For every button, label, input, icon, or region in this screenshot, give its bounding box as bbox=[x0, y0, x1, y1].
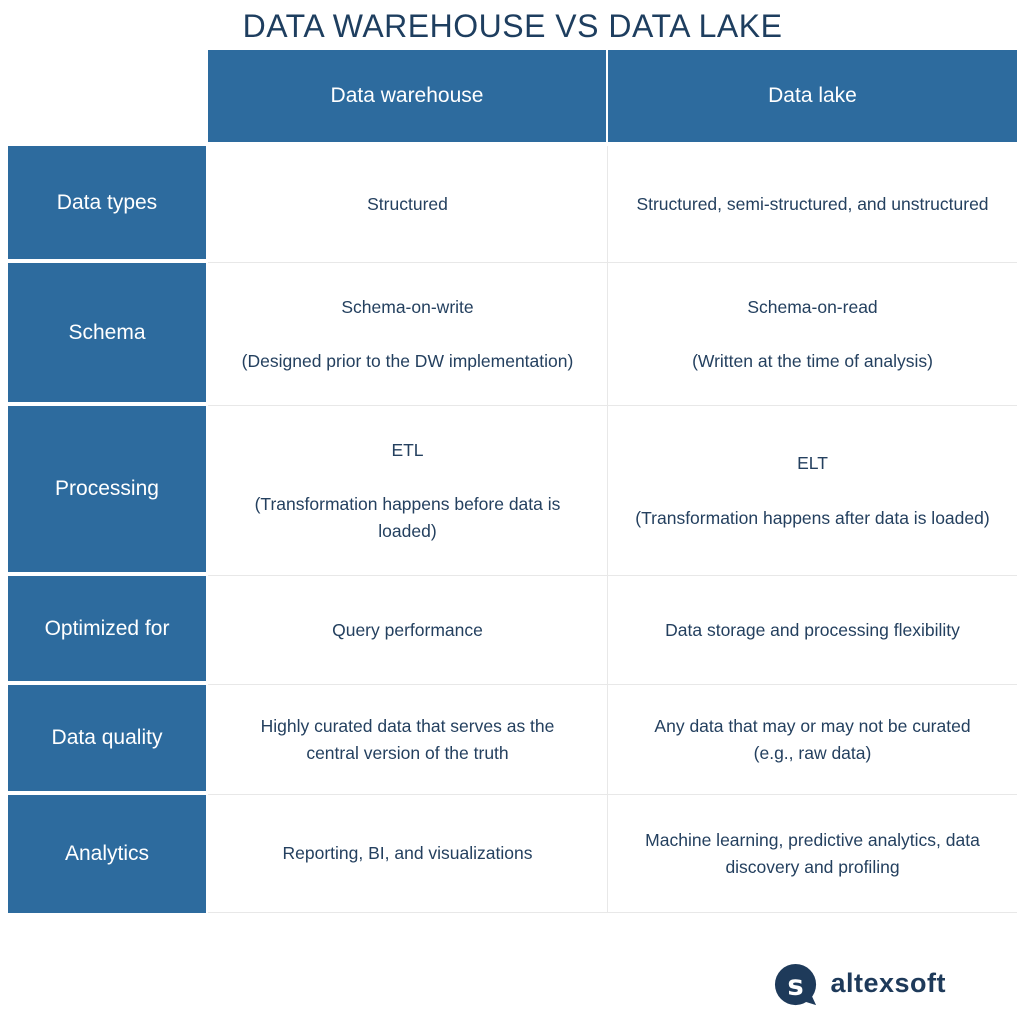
row-header-label: Schema bbox=[68, 320, 146, 344]
cell-lake-data-quality: Any data that may or may not be curated … bbox=[608, 685, 1017, 795]
row-header-schema: Schema bbox=[8, 263, 208, 406]
cell-text: (Written at the time of analysis) bbox=[692, 351, 933, 371]
cell-text: Machine learning, predictive analytics, … bbox=[645, 830, 980, 877]
cell-text: Data storage and processing flexibility bbox=[665, 619, 960, 640]
column-header-data-lake: Data lake bbox=[608, 50, 1017, 146]
cell-text: Highly curated data that serves as the c… bbox=[260, 716, 555, 763]
svg-text:s: s bbox=[788, 970, 804, 1001]
row-header-optimized-for: Optimized for bbox=[8, 576, 208, 685]
column-header-label: Data warehouse bbox=[330, 84, 484, 107]
table-corner-spacer bbox=[8, 50, 208, 146]
row-header-label: Optimized for bbox=[44, 616, 170, 640]
row-header-processing: Processing bbox=[8, 406, 208, 576]
cell-warehouse-schema: Schema-on-write (Designed prior to the D… bbox=[208, 263, 608, 406]
column-header-label: Data lake bbox=[768, 84, 857, 107]
altexsoft-logo-icon: s bbox=[775, 963, 817, 1006]
column-header-data-warehouse: Data warehouse bbox=[208, 50, 608, 146]
cell-lake-processing: ELT (Transformation happens after data i… bbox=[608, 406, 1017, 576]
row-header-data-types: Data types bbox=[8, 146, 208, 263]
cell-text: Schema-on-read bbox=[747, 296, 878, 317]
cell-lake-data-types: Structured, semi-structured, and unstruc… bbox=[608, 146, 1017, 263]
cell-text: (Transformation happens after data is lo… bbox=[635, 507, 990, 528]
cell-text: (Designed prior to the DW implementation… bbox=[241, 351, 574, 371]
cell-warehouse-processing: ETL (Transformation happens before data … bbox=[208, 406, 608, 576]
cell-text: Any data that may or may not be curated … bbox=[654, 716, 971, 763]
cell-warehouse-analytics: Reporting, BI, and visualizations bbox=[208, 795, 608, 913]
cell-text: Reporting, BI, and visualizations bbox=[282, 843, 533, 864]
cell-lake-schema: Schema-on-read (Written at the time of a… bbox=[608, 263, 1017, 406]
cell-text: (Transformation happens before data is l… bbox=[254, 494, 561, 541]
cell-lake-analytics: Machine learning, predictive analytics, … bbox=[608, 795, 1017, 913]
cell-text: Schema-on-write bbox=[341, 296, 474, 317]
page-title: DATA WAREHOUSE VS DATA LAKE bbox=[242, 8, 783, 44]
brand-name: altexsoft bbox=[830, 968, 946, 998]
row-header-label: Processing bbox=[55, 477, 159, 500]
row-header-analytics: Analytics bbox=[8, 795, 208, 913]
cell-warehouse-data-quality: Highly curated data that serves as the c… bbox=[208, 685, 608, 795]
brand-logo: s altexsoft bbox=[773, 962, 946, 1009]
cell-warehouse-optimized-for: Query performance bbox=[208, 576, 608, 685]
cell-text: Query performance bbox=[332, 619, 483, 640]
cell-text: ETL bbox=[391, 440, 424, 461]
comparison-table: Data warehouse Data lake Data types Stru… bbox=[8, 50, 1017, 913]
cell-lake-optimized-for: Data storage and processing flexibility bbox=[608, 576, 1017, 685]
cell-text: Structured bbox=[367, 193, 448, 214]
row-header-data-quality: Data quality bbox=[8, 685, 208, 795]
cell-text: ELT bbox=[797, 453, 828, 474]
cell-warehouse-data-types: Structured bbox=[208, 146, 608, 263]
row-header-label: Analytics bbox=[64, 842, 150, 865]
row-header-label: Data quality bbox=[51, 726, 163, 749]
row-header-label: Data types bbox=[56, 190, 158, 214]
cell-text: Structured, semi-structured, and unstruc… bbox=[636, 193, 989, 214]
